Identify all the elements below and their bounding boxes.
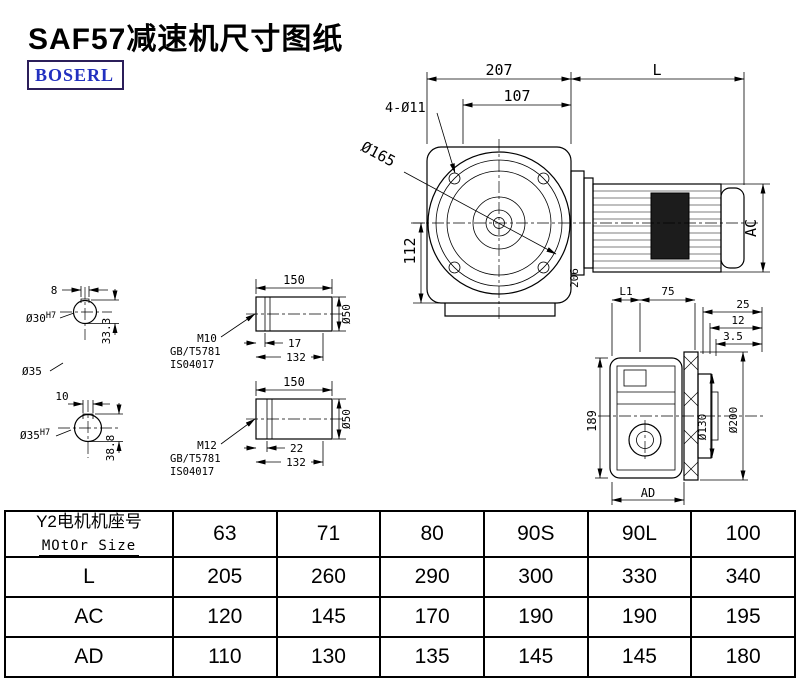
shaft1-length: 150 <box>283 273 305 287</box>
side-view-dimensions <box>595 297 763 505</box>
shaft2-132: 132 <box>286 456 306 469</box>
centerlines <box>58 139 766 460</box>
cell-L-100: 340 <box>690 556 796 599</box>
dim-L: L <box>652 61 661 79</box>
shaft2-length: 150 <box>283 375 305 389</box>
col-header-90S: 90S <box>482 509 589 559</box>
cell-L-90L: 330 <box>586 556 693 599</box>
shaft1-standard-2: IS04017 <box>170 359 214 371</box>
side-75: 75 <box>661 285 674 298</box>
header-motor-size-en: MOtOr Size <box>38 538 140 557</box>
cell-AC-100: 195 <box>690 596 796 639</box>
dim-207: 207 <box>485 61 512 79</box>
shaft-detail-1 <box>220 279 346 361</box>
motor-frame-shade <box>650 192 690 260</box>
table-header-row: Y2电机机座号 MOtOr Size 63 71 80 90S 90L 100 <box>4 509 796 559</box>
shaft2-thread: M12 <box>197 439 217 452</box>
shaft2-standard-2: IS04017 <box>170 466 214 478</box>
table-row-L: L 205 260 290 300 330 340 <box>4 556 796 599</box>
cell-AD-90L: 145 <box>586 636 693 679</box>
header-motor-size-cn: Y2电机机座号 <box>36 512 142 531</box>
side-d200: Ø200 <box>727 407 740 434</box>
cell-AC-71: 145 <box>275 596 382 639</box>
flange-hatch <box>683 355 699 477</box>
front-view-dimensions <box>403 72 770 304</box>
logo-box: BOSERL <box>27 60 124 90</box>
side-d130: Ø130 <box>696 414 709 441</box>
shaft2-standard-1: GB/T5781 <box>170 453 221 465</box>
cell-AD-71: 130 <box>275 636 382 679</box>
row-label-AD: AD <box>4 636 174 679</box>
col-header-90L: 90L <box>586 509 693 559</box>
dim-165: Ø165 <box>358 138 398 171</box>
end2-bore: Ø35H7 <box>20 428 50 442</box>
shaft-end-view-1 <box>59 286 119 335</box>
logo-text: BOSERL <box>35 64 115 85</box>
end1-bore: Ø30H7 <box>26 311 56 325</box>
header-motor-size: Y2电机机座号 MOtOr Size <box>4 509 174 559</box>
motor-size-table: Y2电机机座号 MOtOr Size 63 71 80 90S 90L 100 … <box>4 509 796 679</box>
col-header-71: 71 <box>275 509 382 559</box>
shaft1-17: 17 <box>288 337 301 350</box>
cell-AC-90L: 190 <box>586 596 693 639</box>
side-AD: AD <box>641 486 655 500</box>
cell-AC-63: 120 <box>172 596 278 639</box>
dimension-labels: 207 L 107 4-Ø11 Ø165 112 AC 206 8 Ø30H7 … <box>20 61 760 500</box>
col-header-100: 100 <box>690 509 796 559</box>
col-header-80: 80 <box>379 509 485 559</box>
table-row-AC: AC 120 145 170 190 190 195 <box>4 596 796 639</box>
bolt-hole-callout: 4-Ø11 <box>385 100 426 116</box>
dimension-drawing: 207 L 107 4-Ø11 Ø165 112 AC 206 8 Ø30H7 … <box>20 61 770 505</box>
cell-L-90S: 300 <box>482 556 589 599</box>
cell-AD-63: 110 <box>172 636 278 679</box>
cell-L-80: 290 <box>379 556 485 599</box>
side-3-5: 3.5 <box>723 330 743 343</box>
shaft1-diameter: Ø50 <box>340 304 353 324</box>
cell-L-63: 205 <box>172 556 278 599</box>
dim-112: 112 <box>401 237 419 264</box>
row-label-AC: AC <box>4 596 174 639</box>
cell-AC-90S: 190 <box>482 596 589 639</box>
cell-AD-100: 180 <box>690 636 796 679</box>
shaft1-standard-1: GB/T5781 <box>170 346 221 358</box>
shaft2-diameter: Ø50 <box>340 409 353 429</box>
cell-AD-90S: 145 <box>482 636 589 679</box>
shaft1-132: 132 <box>286 351 306 364</box>
side-L1: L1 <box>619 285 632 298</box>
end1-keyway-height: 33.3 <box>100 318 113 345</box>
cell-AC-80: 170 <box>379 596 485 639</box>
shaft-end-view-2 <box>49 362 123 453</box>
row-label-L: L <box>4 556 174 599</box>
cell-AD-80: 135 <box>379 636 485 679</box>
shaft2-22: 22 <box>290 442 303 455</box>
side-12: 12 <box>731 314 744 327</box>
shaft-detail-2 <box>220 381 346 466</box>
shaft1-thread: M10 <box>197 332 217 345</box>
cell-L-71: 260 <box>275 556 382 599</box>
side-25: 25 <box>736 298 749 311</box>
dim-AC: AC <box>742 219 760 237</box>
dim-206: 206 <box>568 268 581 288</box>
dim-d35: Ø35 <box>22 365 42 378</box>
end2-keyway-width: 10 <box>55 390 68 403</box>
end2-keyway-height: 38.8 <box>104 435 117 462</box>
motor <box>570 170 745 276</box>
side-189: 189 <box>585 410 599 432</box>
page-title: SAF57减速机尺寸图纸 <box>28 23 344 56</box>
end1-keyway-width: 8 <box>51 284 58 297</box>
dim-107: 107 <box>503 87 530 105</box>
table-row-AD: AD 110 130 135 145 145 180 <box>4 636 796 679</box>
col-header-63: 63 <box>172 509 278 559</box>
